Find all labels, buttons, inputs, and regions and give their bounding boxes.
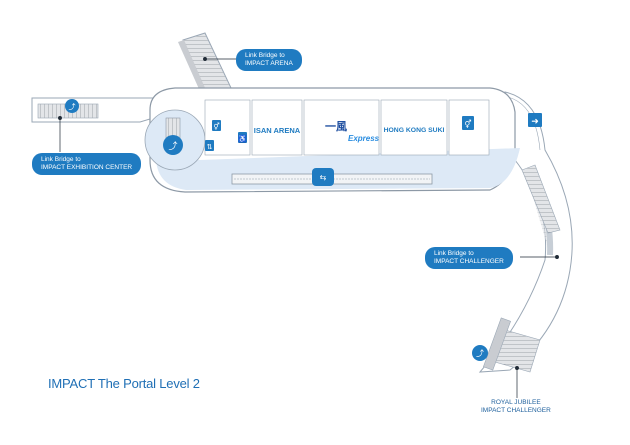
store-hong-kong-suki[interactable]: HONG KONG SUKI [384,127,445,134]
restroom-icon[interactable]: ⚥ [462,116,474,130]
restroom-icon[interactable]: ⚥ [212,120,221,131]
exit-icon[interactable]: ➜ [528,113,542,127]
callout-leaders [58,57,559,398]
callout-challenger[interactable]: Link Bridge to IMPACT CHALLENGER [425,247,513,269]
callout-arena[interactable]: Link Bridge to IMPACT ARENA [236,49,302,71]
store-hong-kong-suki-label: HONG KONG SUKI [384,127,445,134]
bridge-challenger [478,91,573,373]
callout-exhibition-line1: Link Bridge to [41,156,81,163]
escalator-icon[interactable]: ⤴ [472,345,488,361]
store-yoshinoya-label: Express [348,134,380,143]
svg-text:♿: ♿ [238,134,247,143]
svg-text:⚥: ⚥ [464,119,471,129]
escalator-icon[interactable]: ⤴ [163,135,183,155]
page-title: IMPACT The Portal Level 2 [48,376,200,391]
store-isan-arena[interactable]: ISAN ARENA [254,126,301,135]
royal-jubilee-line2: IMPACT CHALLENGER [481,407,551,414]
svg-text:⇆: ⇆ [320,173,327,182]
svg-text:⤴: ⤴ [69,102,76,111]
escalator-icon[interactable]: ⤴ [65,99,79,113]
svg-text:⤴: ⤴ [168,140,177,151]
callout-arena-line1: Link Bridge to [245,52,285,59]
svg-text:➜: ➜ [531,116,539,126]
elevator-icon[interactable]: ⇅ [205,140,214,151]
wheelchair-icon[interactable]: ♿ [238,132,247,143]
callout-arena-line2: IMPACT ARENA [245,60,293,67]
store-isan-arena-label: ISAN ARENA [254,126,301,135]
callout-exhibition[interactable]: Link Bridge to IMPACT EXHIBITION CENTER [32,153,142,175]
callout-challenger-line2: IMPACT CHALLENGER [434,258,504,265]
svg-text:⚥: ⚥ [213,122,219,131]
moving-walkway-icon[interactable]: ⇆ [312,168,334,186]
bridge-exhibition [31,97,163,123]
svg-text:一風: 一風 [325,120,347,133]
svg-text:⤴: ⤴ [476,348,484,358]
royal-jubilee-line1: ROYAL JUBILEE [491,399,541,406]
svg-text:⇅: ⇅ [207,144,213,151]
callout-challenger-line1: Link Bridge to [434,250,474,257]
store-yoshinoya[interactable]: 一風 Express [312,118,380,144]
royal-jubilee-label: ROYAL JUBILEE IMPACT CHALLENGER [481,399,551,415]
callout-exhibition-line2: IMPACT EXHIBITION CENTER [41,164,133,171]
